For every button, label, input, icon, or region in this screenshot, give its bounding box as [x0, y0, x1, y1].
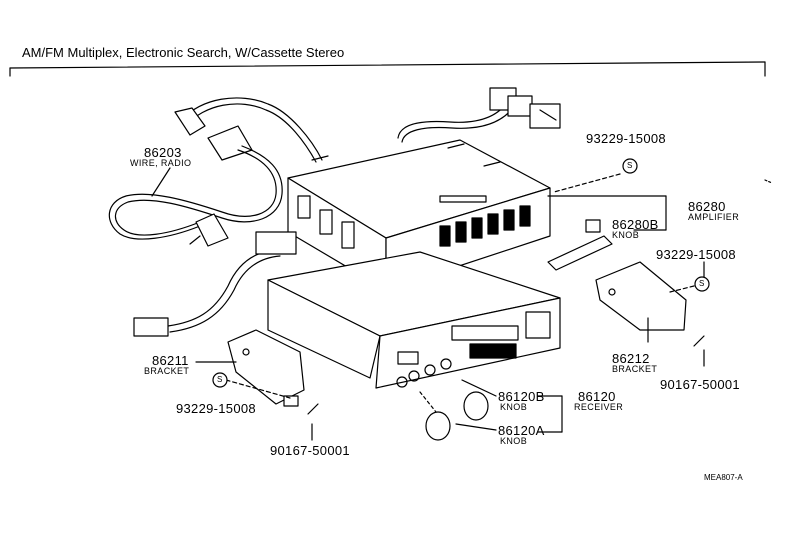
drawing-code: MEA807-A — [704, 473, 743, 482]
screw-top-part-number: 93229-15008 — [586, 131, 666, 146]
screw-right-icon — [694, 276, 710, 292]
amplifier-part-number: 86280 — [688, 199, 726, 214]
right-bracket-description: BRACKET — [612, 364, 658, 374]
frame — [9, 61, 773, 184]
receiver-unit — [267, 251, 561, 389]
bolt-left-part-number: 90167-50001 — [270, 443, 350, 458]
screw-top-icon — [622, 158, 638, 174]
bolt-right-part-number: 90167-50001 — [660, 377, 740, 392]
radio-wire — [108, 97, 323, 247]
wire-part-number: 86203 — [144, 145, 182, 160]
receiver-part-number: 86120 — [578, 389, 616, 404]
screw-right-part-number: 93229-15008 — [656, 247, 736, 262]
right-bracket — [595, 261, 705, 347]
amplifier-description: AMPLIFIER — [688, 212, 740, 222]
amp-harness — [397, 87, 561, 143]
right-bracket-part-number: 86212 — [612, 351, 650, 366]
left-bracket-description: BRACKET — [144, 366, 190, 376]
receiver-knobs — [425, 391, 489, 441]
wire-description: WIRE, RADIO — [130, 158, 192, 168]
knob-a-part-number: 86120A — [498, 423, 545, 438]
screw-left-icon — [212, 372, 228, 388]
left-bracket-part-number: 86211 — [152, 353, 189, 368]
amp-knob — [547, 219, 613, 271]
amp-knob-description: KNOB — [612, 230, 640, 240]
amp-knob-part-number: 86280B — [612, 217, 659, 232]
diagram-title: AM/FM Multiplex, Electronic Search, W/Ca… — [22, 45, 345, 60]
left-bracket — [227, 329, 319, 415]
screw-right-symbol: S — [699, 279, 705, 288]
screw-left-symbol: S — [217, 375, 223, 384]
knob-a-description: KNOB — [500, 436, 528, 446]
screw-top-symbol: S — [627, 161, 633, 170]
screw-symbols — [212, 158, 710, 388]
receiver-harness — [133, 231, 297, 337]
leader-lines — [151, 159, 705, 441]
receiver-description: RECEIVER — [574, 402, 624, 412]
knob-b-part-number: 86120B — [498, 389, 545, 404]
knob-b-description: KNOB — [500, 402, 528, 412]
screw-left-part-number: 93229-15008 — [176, 401, 256, 416]
